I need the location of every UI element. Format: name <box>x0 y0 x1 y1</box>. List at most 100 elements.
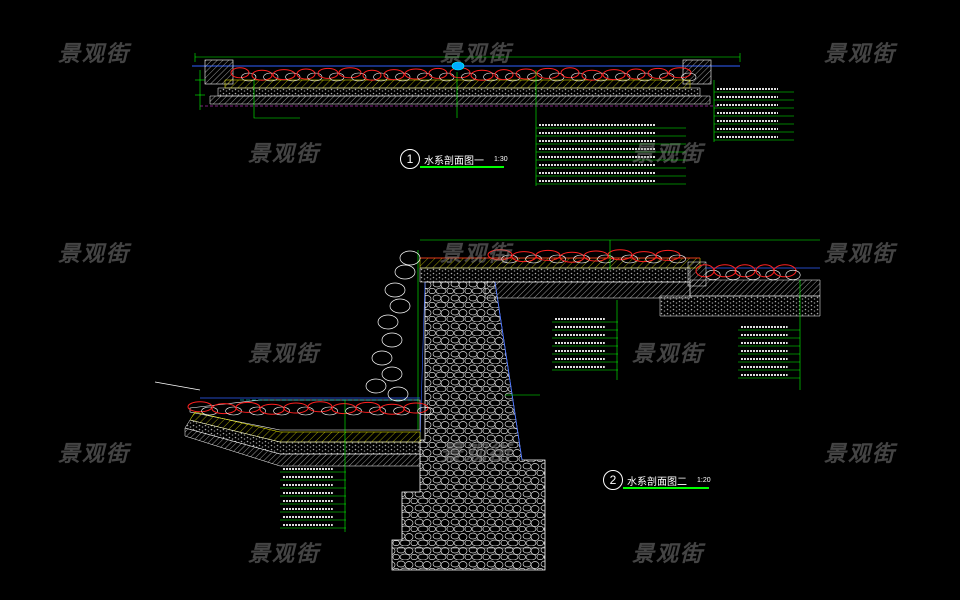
boulder <box>263 72 279 82</box>
boulder <box>607 249 633 261</box>
section-2-title: 2 水系剖面图二 1:20 <box>603 470 711 490</box>
watermark: 景观街 <box>440 242 513 267</box>
watermark: 景观街 <box>440 442 513 467</box>
watermark: 景观街 <box>824 442 897 467</box>
cascade-rock <box>394 264 416 280</box>
boulder <box>404 68 428 80</box>
boulder <box>259 403 285 415</box>
cascade-rock <box>389 298 411 314</box>
boulder <box>230 67 250 79</box>
boulder <box>573 254 590 264</box>
boulder <box>395 72 411 82</box>
section-2-lower-boulders <box>187 401 434 416</box>
section-1-number: 1 <box>400 149 420 169</box>
section-2-cascade-rocks <box>365 250 421 402</box>
boulder <box>383 69 405 81</box>
watermark: 景观街 <box>632 142 705 167</box>
boulder <box>338 67 362 79</box>
boulder <box>647 67 669 79</box>
boulder <box>668 67 692 79</box>
boulder <box>501 254 518 264</box>
boulder <box>621 254 638 264</box>
boulder <box>602 69 626 81</box>
section-1-boulders <box>230 67 697 82</box>
boulder <box>345 406 362 416</box>
watermark: 景观街 <box>58 242 131 267</box>
watermark: 景观街 <box>58 42 131 67</box>
boulder <box>317 67 339 79</box>
watermark: 景观街 <box>824 242 897 267</box>
boulder <box>241 72 257 82</box>
boulder <box>373 72 389 82</box>
section-2-title-underline <box>623 487 709 489</box>
boulder <box>581 69 603 81</box>
boulder <box>355 401 381 413</box>
cascade-rock <box>377 314 399 330</box>
boulder <box>755 264 775 278</box>
section-1-scale: 1:30 <box>494 155 508 163</box>
watermark: 景观街 <box>58 442 131 467</box>
section-1-title-text: 水系剖面图一 <box>424 155 484 167</box>
section-2-number: 2 <box>603 470 623 490</box>
boulder <box>725 269 741 281</box>
boulder <box>681 72 697 82</box>
boulder <box>494 69 514 81</box>
cascade-rock <box>384 282 406 298</box>
boulder <box>669 254 686 264</box>
section-2-right-boulders <box>695 264 801 281</box>
boulder <box>765 269 781 281</box>
boulder <box>645 254 662 264</box>
cascade-rock <box>381 366 403 382</box>
boulder <box>201 406 218 416</box>
boulder <box>321 406 338 416</box>
boulder <box>705 269 721 281</box>
section-2-drawing <box>154 239 821 571</box>
boulder <box>487 249 513 261</box>
section-2-upper-boulders <box>487 249 686 264</box>
boulder <box>571 72 587 82</box>
boulder <box>417 406 434 416</box>
boulder <box>593 72 609 82</box>
boulder <box>560 67 580 79</box>
boulder <box>272 69 296 81</box>
boulder <box>615 72 631 82</box>
boulder <box>536 67 560 79</box>
section-1-title: 1 水系剖面图一 1:30 <box>400 149 508 169</box>
boulder <box>745 269 761 281</box>
section-2-scale: 1:20 <box>697 476 711 484</box>
boulder <box>273 406 290 416</box>
cascade-rock <box>365 378 387 394</box>
boulder <box>249 406 266 416</box>
boulder <box>225 406 242 416</box>
watermark: 景观街 <box>248 142 321 167</box>
cascade-rock <box>399 250 421 266</box>
boulder <box>307 401 333 413</box>
boulder <box>525 254 542 264</box>
boulder <box>505 72 521 82</box>
boulder <box>393 406 410 416</box>
boulder <box>773 264 797 278</box>
watermark: 景观街 <box>632 342 705 367</box>
boulder <box>362 69 382 81</box>
boulder <box>403 402 429 414</box>
watermark: 景观街 <box>440 42 513 67</box>
boulder <box>483 72 499 82</box>
boulder <box>369 406 386 416</box>
boulder <box>379 403 405 415</box>
section-1-title-underline <box>420 166 504 168</box>
watermark: 景观街 <box>248 542 321 567</box>
boulder <box>296 68 316 80</box>
boulder <box>251 69 273 81</box>
section-1-drawing <box>192 53 794 186</box>
section-2-title-text: 水系剖面图二 <box>627 476 687 488</box>
cascade-rock <box>381 332 403 348</box>
boulder <box>285 72 301 82</box>
boulder <box>283 402 309 414</box>
boulder <box>470 69 494 81</box>
cascade-rock <box>387 386 409 402</box>
boulder <box>428 67 448 79</box>
boulder <box>461 72 477 82</box>
boulder <box>235 401 261 413</box>
